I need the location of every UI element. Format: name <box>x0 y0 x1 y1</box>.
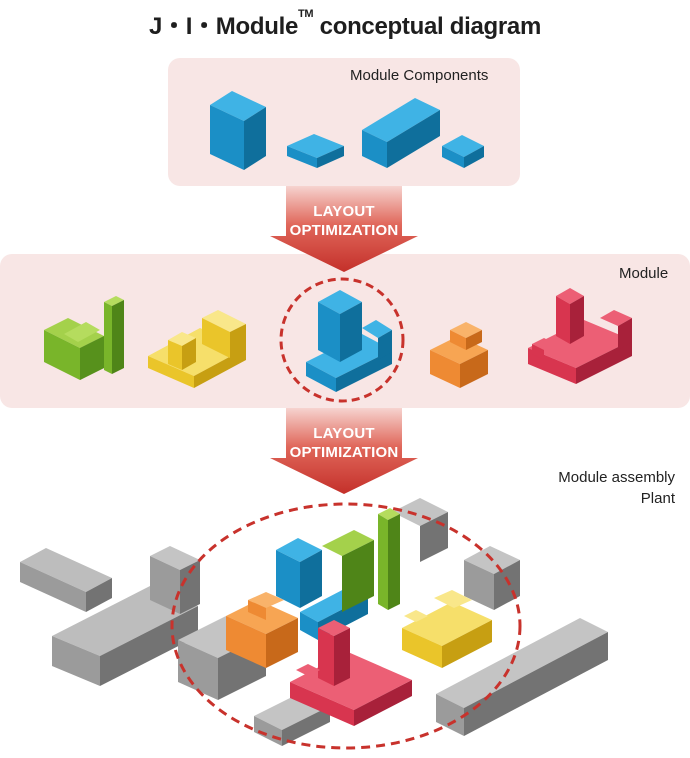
label-module: Module <box>619 265 669 282</box>
yellow-module <box>148 310 246 388</box>
layout-optimization-arrow-1 <box>270 186 418 272</box>
plant-yellow-module <box>402 590 492 668</box>
plant-green-module <box>322 508 400 612</box>
arrow-2-line2: OPTIMIZATION <box>289 444 399 461</box>
plant-orange-module <box>226 592 298 668</box>
component-flat-block <box>287 134 344 168</box>
plant-red-module <box>290 620 412 726</box>
arrow-2-line1: LAYOUT <box>313 425 375 442</box>
plant-dashed-circle <box>170 502 522 750</box>
orange-module <box>430 322 488 388</box>
label-assembly-line1: Module assembly <box>558 469 675 486</box>
trademark-mark: TM <box>298 8 314 20</box>
red-module <box>528 288 632 384</box>
component-small-block <box>442 135 484 168</box>
title-main: J・I・Module <box>148 13 298 40</box>
highlight-dashed-circle <box>279 277 405 403</box>
arrow-1-line1: LAYOUT <box>313 203 375 220</box>
arrow-1-text: LAYOUT OPTIMIZATION <box>286 202 402 240</box>
label-module-components: Module Components <box>350 67 489 84</box>
page-title: J・I・ModuleTM conceptual diagram <box>0 6 690 41</box>
title-rest: conceptual diagram <box>313 13 542 40</box>
component-long-block <box>362 98 440 168</box>
arrow-1-line2: OPTIMIZATION <box>289 222 399 239</box>
blue-module <box>306 290 392 392</box>
arrow-2-text: LAYOUT OPTIMIZATION <box>286 424 402 462</box>
layout-optimization-arrow-2 <box>270 408 418 494</box>
plant-gray-block-left <box>20 546 200 686</box>
component-tall-block <box>210 91 266 170</box>
label-assembly-line2: Plant <box>640 490 675 507</box>
label-module-assembly-plant: Module assembly Plant <box>545 467 675 509</box>
green-module <box>44 296 124 380</box>
